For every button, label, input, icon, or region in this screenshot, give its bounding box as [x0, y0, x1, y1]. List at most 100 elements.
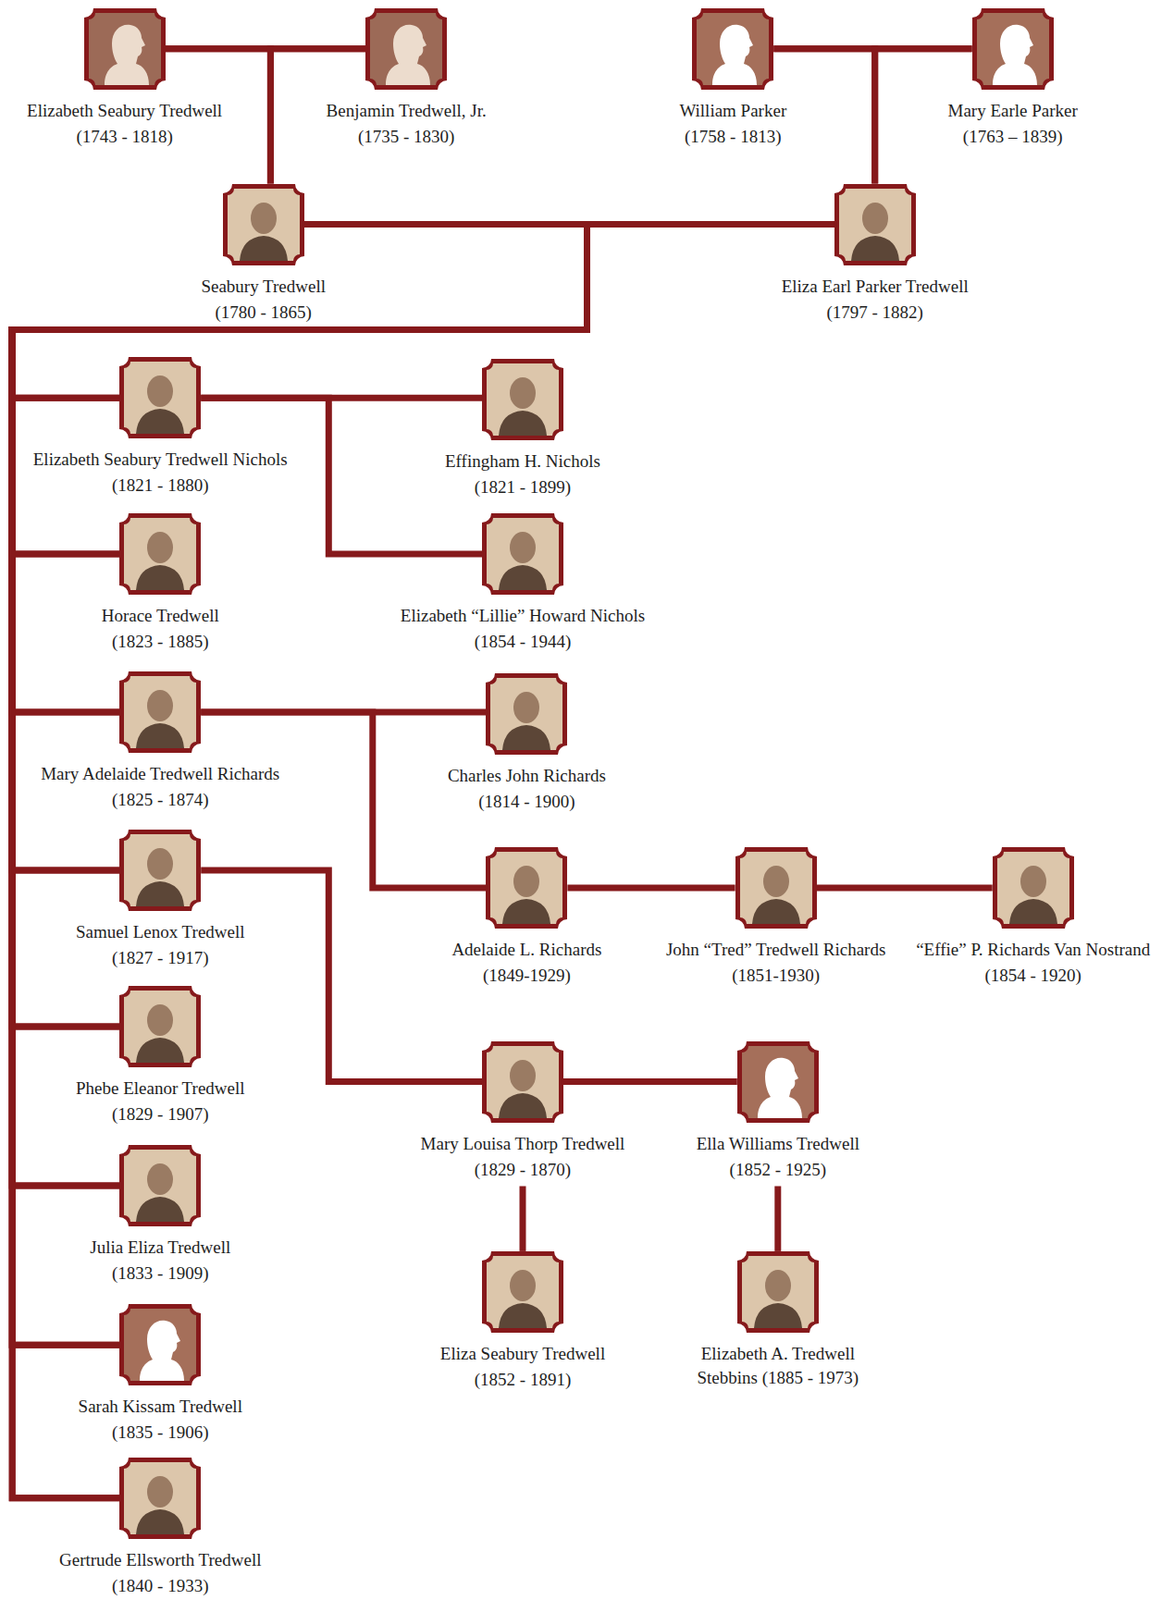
person-name: Eliza Seabury Tredwell	[438, 1342, 607, 1367]
photo-shoulders	[498, 1303, 547, 1329]
frame-border	[481, 1041, 564, 1124]
photo-head	[509, 1060, 536, 1092]
life-dates: (1797 - 1882)	[824, 301, 925, 324]
family-member: Elizabeth A. Tredwell Stebbins (1885 - 1…	[671, 1251, 885, 1391]
frame-border	[692, 8, 774, 90]
frame-border	[972, 8, 1054, 90]
photo-ground	[123, 1149, 197, 1223]
photo-ground	[123, 990, 197, 1063]
life-dates: (1854 - 1920)	[982, 964, 1083, 988]
photo-head	[147, 848, 174, 880]
portrait-frame	[737, 1251, 819, 1334]
person-name: Horace Tredwell	[99, 604, 222, 629]
photo-head	[509, 531, 536, 564]
frame-border	[119, 513, 201, 595]
photo-shoulders	[135, 1197, 185, 1223]
portrait-image	[992, 847, 1075, 929]
photo-shoulders	[239, 235, 288, 261]
life-dates: (1835 - 1906)	[110, 1421, 211, 1445]
family-member: Elizabeth “Lillie” Howard Nichols(1854 -…	[398, 513, 647, 654]
portrait-image	[481, 513, 564, 595]
person-name: Mary Earle Parker	[945, 98, 1079, 124]
family-link	[200, 397, 482, 555]
photo-shoulders	[851, 235, 900, 261]
photo-shoulders	[498, 565, 547, 591]
silhouette-ground	[123, 1309, 197, 1382]
frame-border	[365, 8, 447, 90]
family-member: Mary Adelaide Tredwell Richards(1825 - 1…	[38, 671, 282, 812]
life-dates: (1814 - 1900)	[476, 790, 577, 814]
photo-head	[147, 531, 174, 564]
photo-head	[147, 1476, 174, 1508]
portrait-image	[735, 847, 817, 929]
life-dates: (1758 - 1813)	[682, 125, 783, 149]
frame-border	[481, 513, 564, 595]
portrait-image	[692, 8, 774, 90]
frame-border	[992, 847, 1075, 929]
photo-shoulders	[502, 725, 551, 751]
family-member: “Effie” P. Richards Van Nostrand(1854 - …	[914, 847, 1152, 988]
frame-border	[485, 673, 568, 755]
portrait-frame	[481, 513, 564, 595]
photo-ground	[490, 852, 563, 925]
photo-shoulders	[1009, 899, 1058, 925]
portrait-frame	[481, 1251, 564, 1334]
portrait-frame	[119, 1458, 201, 1540]
frame-border	[481, 358, 564, 441]
photo-ground	[997, 852, 1070, 925]
family-link	[816, 884, 993, 891]
family-member: Julia Eliza Tredwell(1833 - 1909)	[87, 1145, 233, 1286]
life-dates: (1852 - 1925)	[728, 1159, 828, 1182]
life-dates: (1821 - 1880)	[110, 474, 211, 497]
photo-head	[1020, 865, 1047, 898]
life-dates: (1827 - 1917)	[110, 947, 211, 970]
person-name: Elizabeth “Lillie” Howard Nichols	[398, 604, 647, 629]
photo-ground	[486, 518, 559, 591]
portrait-image	[485, 673, 568, 755]
photo-shoulders	[498, 410, 547, 436]
photo-ground	[486, 1046, 559, 1119]
portrait-image	[84, 8, 166, 90]
family-member: Ella Williams Tredwell(1852 - 1925)	[694, 1041, 862, 1182]
photo-ground	[741, 1256, 815, 1329]
frame-border	[119, 1458, 201, 1540]
photo-ground	[227, 188, 300, 261]
photo-ground	[123, 1462, 197, 1535]
portrait-image	[481, 1041, 564, 1124]
photo-shoulders	[135, 1038, 185, 1063]
portrait-frame	[119, 986, 201, 1068]
photo-shoulders	[752, 899, 801, 925]
person-name: John “Tred” Tredwell Richards	[664, 938, 888, 963]
family-member: Seabury Tredwell(1780 - 1865)	[198, 184, 328, 324]
photo-head	[147, 1163, 174, 1196]
frame-border	[119, 986, 201, 1068]
portrait-image	[222, 184, 305, 266]
person-name: “Effie” P. Richards Van Nostrand	[914, 938, 1152, 963]
life-dates: (1851-1930)	[729, 964, 822, 988]
photo-shoulders	[502, 899, 551, 925]
photo-head	[763, 865, 790, 898]
portrait-image	[119, 357, 201, 439]
silhouette-profile	[992, 24, 1038, 86]
portrait-image	[119, 513, 201, 595]
family-link	[563, 1078, 738, 1086]
family-link	[12, 224, 587, 555]
silhouette-profile	[385, 24, 431, 86]
portrait-frame	[692, 8, 774, 90]
person-name: Samuel Lenox Tredwell	[74, 920, 248, 945]
photo-ground	[740, 852, 813, 925]
life-dates: (1829 - 1870)	[472, 1159, 573, 1182]
portrait-frame	[481, 1041, 564, 1124]
life-dates: (1735 - 1830)	[356, 125, 457, 149]
portrait-image	[834, 184, 916, 266]
portrait-frame	[485, 673, 568, 755]
photo-head	[147, 1004, 174, 1037]
frame-border	[119, 357, 201, 439]
person-name: Adelaide L. Richards	[449, 938, 604, 963]
portrait-frame	[972, 8, 1054, 90]
frame-border	[834, 184, 916, 266]
family-link	[200, 870, 482, 1082]
family-link	[12, 224, 835, 714]
person-name: Elizabeth A. Tredwell Stebbins (1885 - 1…	[671, 1342, 885, 1391]
